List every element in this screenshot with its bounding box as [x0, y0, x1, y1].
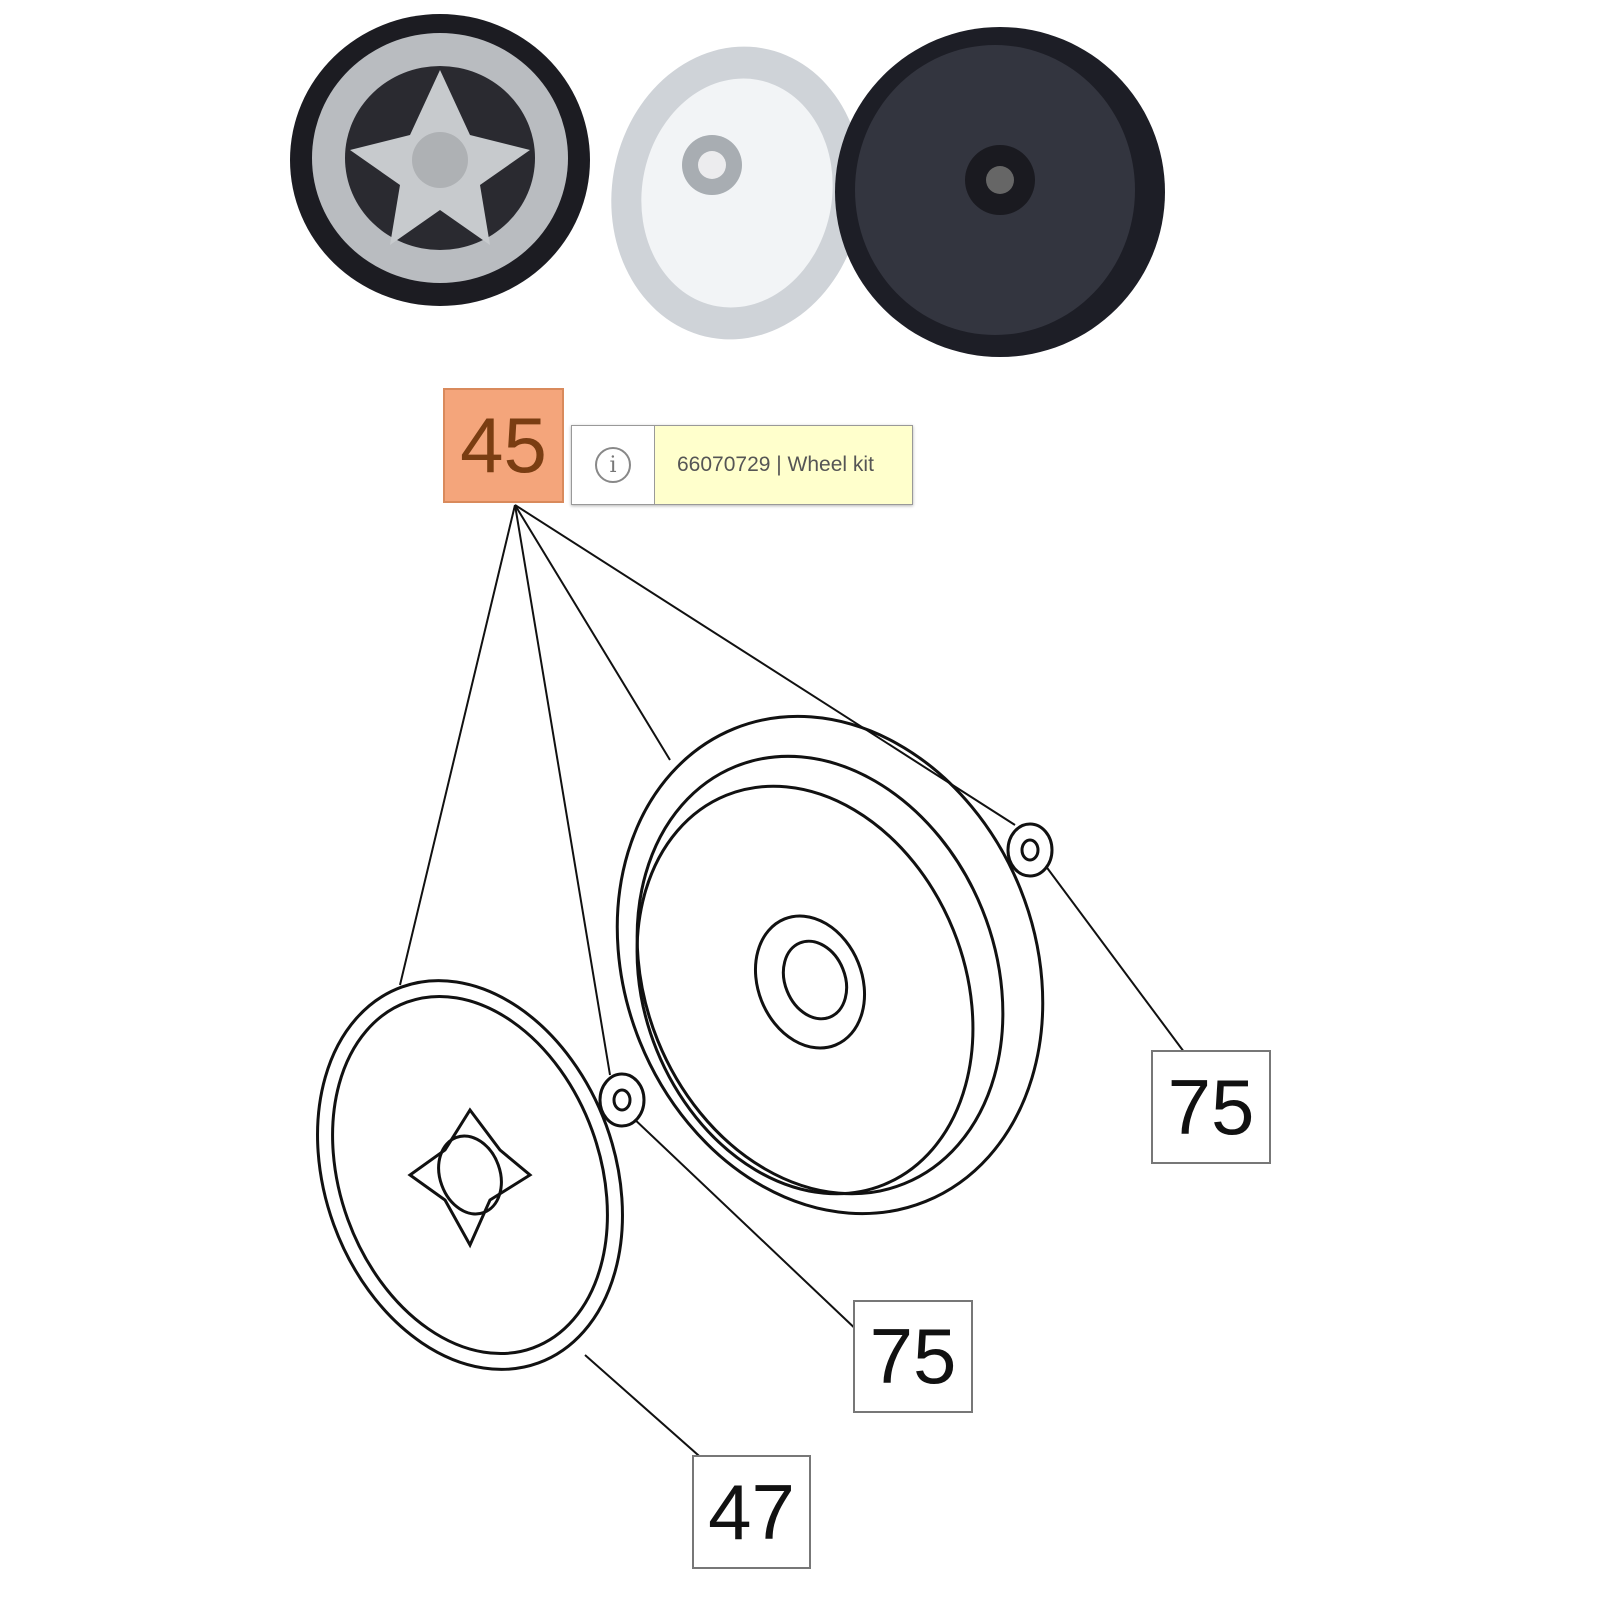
part-tooltip: i 66070729 | Wheel kit — [571, 425, 913, 505]
info-icon: i — [595, 447, 631, 483]
photo-wheel-back — [835, 27, 1165, 357]
callout-75-bearing-right[interactable]: 75 — [1151, 1050, 1271, 1164]
callout-47-hub-cover[interactable]: 47 — [692, 1455, 811, 1569]
wheel-drawing — [615, 714, 1045, 1216]
bearing-drawings — [598, 822, 1054, 1128]
tooltip-text: 66070729 | Wheel kit — [677, 453, 874, 476]
photo-wheel-front — [290, 14, 590, 306]
callout-45-wheel-kit[interactable]: 45 — [443, 388, 564, 503]
photo-hub-cover — [611, 46, 863, 340]
callout-75-bearing-left[interactable]: 75 — [853, 1300, 973, 1413]
leader-lines — [399, 504, 1191, 1471]
hub-cover-drawing — [316, 979, 624, 1371]
